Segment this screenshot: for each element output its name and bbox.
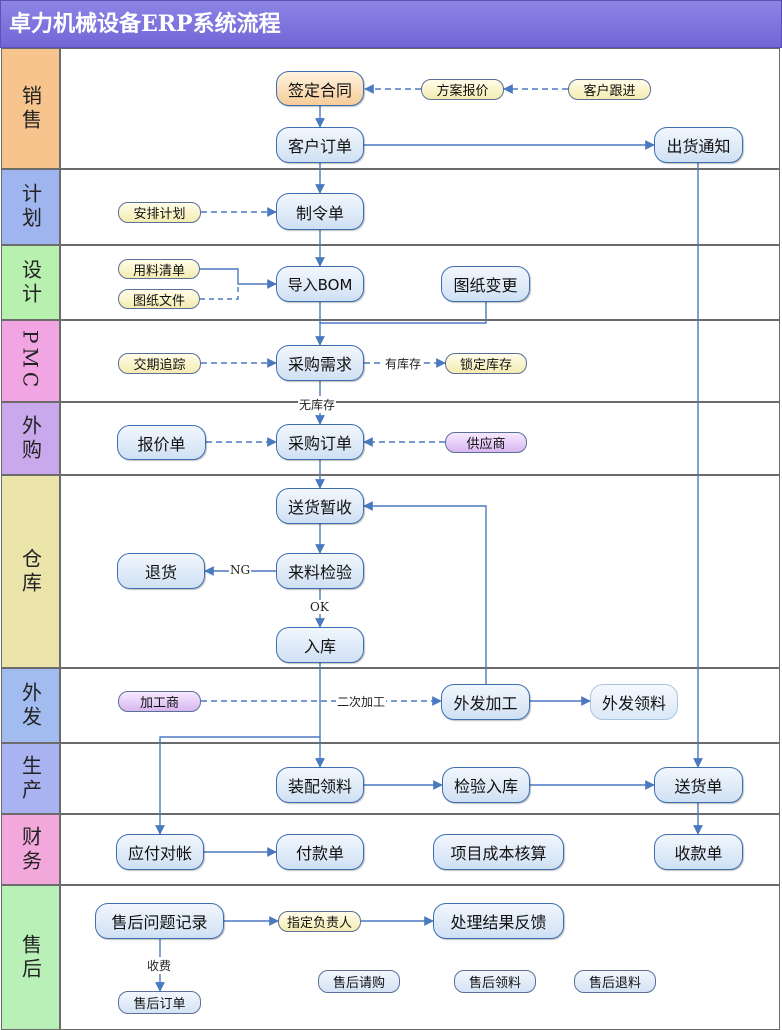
node-drawing-change[interactable]: 图纸变更 xyxy=(441,266,530,302)
lane-outsource-buy: 外购 xyxy=(1,402,60,475)
node-lock-stock[interactable]: 锁定库存 xyxy=(445,353,527,374)
lane-design: 设计 xyxy=(1,245,60,320)
node-import-bom[interactable]: 导入BOM xyxy=(276,266,364,302)
node-supplier[interactable]: 供应商 xyxy=(445,432,527,453)
lane-body-outsource-buy xyxy=(60,402,780,475)
node-quote-sheet[interactable]: 报价单 xyxy=(117,425,206,460)
lane-after-sales: 售后 xyxy=(1,885,60,1030)
lane-plan-label: 计划 xyxy=(18,183,43,231)
node-return-goods[interactable]: 退货 xyxy=(117,553,205,589)
label-no-stock: 无库存 xyxy=(298,396,337,413)
lane-warehouse: 仓库 xyxy=(1,475,60,668)
node-aftersales-pick[interactable]: 售后领料 xyxy=(454,970,536,993)
lane-outsource: 外发 xyxy=(1,668,60,743)
node-ship-notice[interactable]: 出货通知 xyxy=(654,127,743,163)
label-ok: OK xyxy=(309,600,330,614)
lane-finance-label: 财务 xyxy=(18,825,43,874)
node-drawing-file[interactable]: 图纸文件 xyxy=(118,289,200,309)
node-delivery-note[interactable]: 送货单 xyxy=(654,767,743,803)
lane-body-outsource xyxy=(60,668,780,743)
node-sign-contract[interactable]: 签定合同 xyxy=(276,71,364,106)
lane-plan: 计划 xyxy=(1,169,60,245)
label-second-process: 二次加工 xyxy=(336,693,387,710)
node-payable-check[interactable]: 应付对帐 xyxy=(116,834,204,870)
node-arrange-plan[interactable]: 安排计划 xyxy=(118,202,201,223)
lane-sales-label: 销售 xyxy=(18,84,43,133)
node-processor[interactable]: 加工商 xyxy=(118,691,201,712)
label-charge: 收费 xyxy=(146,957,173,974)
node-project-cost[interactable]: 项目成本核算 xyxy=(433,834,564,870)
node-outsource-process[interactable]: 外发加工 xyxy=(441,684,530,720)
node-quote-plan[interactable]: 方案报价 xyxy=(421,79,504,100)
label-ng: NG xyxy=(229,563,252,577)
edge-drawing-to-import xyxy=(200,284,239,300)
lane-body-design xyxy=(60,245,780,320)
node-aftersales-return[interactable]: 售后退料 xyxy=(574,970,656,993)
node-result-feedback[interactable]: 处理结果反馈 xyxy=(433,903,564,939)
node-purchase-order[interactable]: 采购订单 xyxy=(276,424,364,460)
lane-finance: 财务 xyxy=(1,814,60,885)
lane-after-sales-label: 售后 xyxy=(18,933,43,982)
lane-body-pmc xyxy=(60,320,780,402)
node-assembly-pick[interactable]: 装配领料 xyxy=(276,767,364,803)
edge-process-to-hold xyxy=(363,501,487,684)
node-receipt[interactable]: 收款单 xyxy=(654,834,743,870)
edge-stockin-to-payable xyxy=(155,736,320,835)
node-qc-stock-in[interactable]: 检验入库 xyxy=(442,767,530,803)
edge-change-to-demand xyxy=(320,302,487,324)
node-customer-order[interactable]: 客户订单 xyxy=(276,127,364,163)
lane-warehouse-label: 仓库 xyxy=(18,547,43,596)
node-work-order[interactable]: 制令单 xyxy=(276,193,364,230)
node-outsource-pick[interactable]: 外发领料 xyxy=(590,684,678,720)
lane-sales: 销售 xyxy=(1,48,60,169)
node-stock-in[interactable]: 入库 xyxy=(276,627,364,663)
lane-production-label: 生产 xyxy=(18,754,43,803)
node-payment[interactable]: 付款单 xyxy=(276,834,364,870)
lane-body-plan xyxy=(60,169,780,245)
lane-pmc: PMC xyxy=(1,320,60,402)
lane-body-warehouse xyxy=(60,475,780,668)
page-title: 卓力机械设备ERP系统流程 xyxy=(0,0,782,48)
node-aftersales-purchase[interactable]: 售后请购 xyxy=(318,970,400,993)
node-delivery-hold[interactable]: 送货暂收 xyxy=(276,488,364,524)
node-purchase-demand[interactable]: 采购需求 xyxy=(276,345,364,381)
node-customer-follow[interactable]: 客户跟进 xyxy=(568,79,651,100)
lane-body-sales xyxy=(60,48,780,169)
label-has-stock: 有库存 xyxy=(384,355,423,372)
node-aftersales-order[interactable]: 售后订单 xyxy=(118,991,201,1014)
lane-body-finance xyxy=(60,814,780,885)
lane-body-production xyxy=(60,743,780,814)
node-assign-owner[interactable]: 指定负责人 xyxy=(278,911,361,932)
lane-pmc-label: PMC xyxy=(18,330,43,392)
lane-outsource-label: 外发 xyxy=(18,681,43,730)
edge-bomlist-to-import xyxy=(200,268,277,289)
node-aftersales-record[interactable]: 售后问题记录 xyxy=(95,903,224,939)
lane-design-label: 设计 xyxy=(18,258,43,307)
node-delivery-track[interactable]: 交期追踪 xyxy=(118,353,201,374)
node-incoming-qc[interactable]: 来料检验 xyxy=(276,553,364,589)
lane-outsource-buy-label: 外购 xyxy=(18,414,43,463)
node-bom-list[interactable]: 用料清单 xyxy=(118,259,200,279)
lane-production: 生产 xyxy=(1,743,60,814)
